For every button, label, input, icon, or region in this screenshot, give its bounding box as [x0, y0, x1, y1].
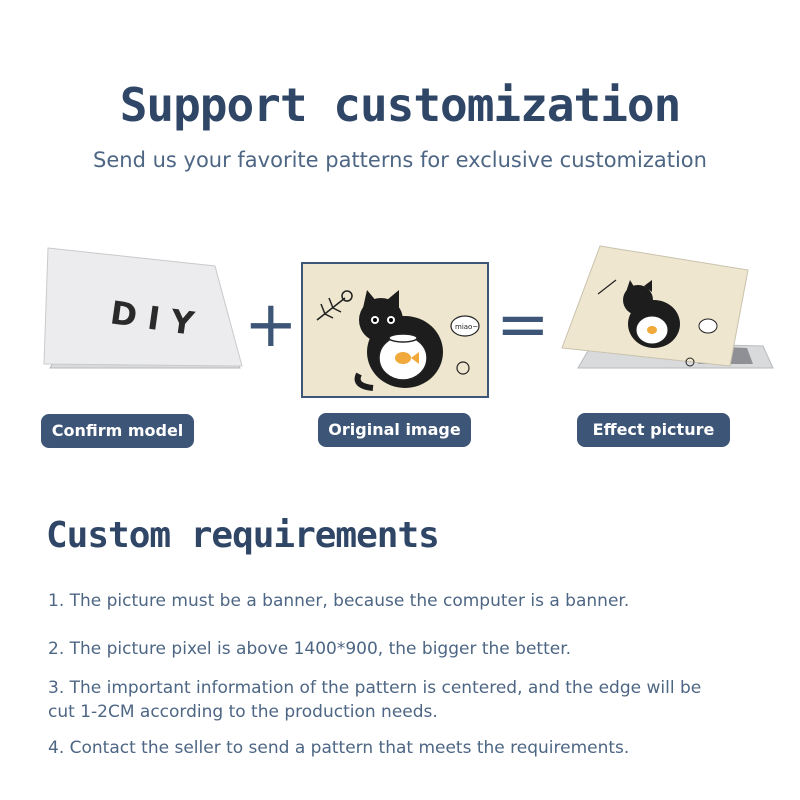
cat-illustration: miao~ [316, 290, 480, 391]
plus-sign: + [244, 288, 298, 362]
original-image-frame: miao~ [301, 262, 489, 398]
laptop-effect-image [561, 245, 774, 369]
effect-picture-label: Effect picture [577, 413, 730, 447]
confirm-model-label: Confirm model [41, 414, 194, 448]
requirement-2: 2. The picture pixel is above 1400*900, … [48, 639, 572, 659]
equals-sign: = [496, 288, 550, 362]
original-image-label: Original image [318, 413, 471, 447]
laptop-diy-image: D I Y [43, 247, 243, 369]
page-subtitle: Send us your favorite patterns for exclu… [93, 148, 707, 172]
requirement-4: 4. Contact the seller to send a pattern … [48, 738, 630, 758]
page-title: Support customization [119, 78, 682, 132]
speech-text: miao~ [455, 323, 478, 331]
requirement-3: 3. The important information of the patt… [48, 678, 702, 722]
requirements-heading: Custom requirements [46, 515, 440, 556]
requirement-1: 1. The picture must be a banner, because… [48, 591, 630, 611]
